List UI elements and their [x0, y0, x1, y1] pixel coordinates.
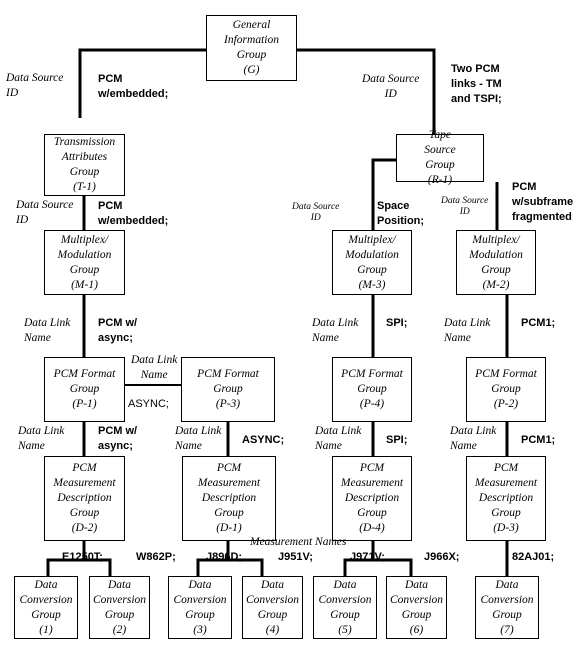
measurement-name-w862p: W862P; [136, 551, 176, 563]
data-conversion-group-1-box: Data Conversion Group (1) [14, 576, 78, 639]
pcm1-label-m2: PCM1; [521, 317, 556, 329]
measurement-name-j966x: J966X; [424, 551, 460, 563]
measurement-name-j951v: J951V; [278, 551, 313, 563]
line-g-t1 [78, 48, 206, 118]
pcm-format-group-p1-box: PCM Format Group (P-1) [44, 357, 125, 422]
async-label-d1: ASYNC; [242, 434, 285, 446]
pcm-format-group-p4-box: PCM Format Group (P-4) [332, 357, 412, 422]
pcm-measurement-description-group-d4-box: PCM Measurement Description Group (D-4) [332, 456, 412, 541]
data-link-name-label-p3: Data Link Name [131, 354, 178, 381]
pcm-format-group-p2-box: PCM Format Group (P-2) [466, 357, 546, 422]
transmission-attributes-group-box: Transmission Attributes Group (T-1) [44, 134, 125, 196]
space-position-label: Space Position; [377, 200, 425, 227]
pcm-embedded-label-top: PCM w/embedded; [98, 73, 169, 100]
measurement-name-j971v: J971V; [350, 551, 385, 563]
data-source-id-label-r1-left: Data Source ID [292, 202, 340, 223]
data-link-name-label-p2: Data Link Name [450, 425, 497, 452]
measurement-names-label: Measurement Names [250, 536, 347, 548]
line-d1-c3 [196, 541, 230, 576]
data-link-name-label-m2: Data Link Name [444, 317, 491, 344]
line-d2-c2 [84, 558, 112, 576]
pcm-measurement-description-group-d1-box: PCM Measurement Description Group (D-1) [182, 456, 276, 541]
data-conversion-group-2-box: Data Conversion Group (2) [89, 576, 150, 639]
pcm1-label-p2: PCM1; [521, 434, 556, 446]
data-conversion-group-4-box: Data Conversion Group (4) [242, 576, 303, 639]
multiplex-modulation-group-m2-box: Multiplex/ Modulation Group (M-2) [456, 230, 536, 295]
spi-label-m3: SPI; [386, 317, 408, 329]
async-label-p3: ASYNC; [128, 398, 169, 410]
pcm-subframe-fragmented-label: PCM w/subframe fragmented [512, 181, 574, 223]
pcm-measurement-description-group-d3-box: PCM Measurement Description Group (D-3) [466, 456, 546, 541]
data-link-name-label-p1: Data Link Name [18, 425, 65, 452]
line-d4-c6 [373, 558, 413, 576]
data-source-id-label-t1: Data Source ID [16, 199, 74, 226]
line-r1-m3 [371, 158, 396, 230]
spi-label-p4: SPI; [386, 434, 408, 446]
two-pcm-links-label: Two PCM links - TM and TSPI; [451, 63, 502, 105]
data-link-name-label-p4: Data Link Name [315, 425, 362, 452]
data-conversion-group-6-box: Data Conversion Group (6) [386, 576, 447, 639]
data-source-id-label-left: Data Source ID [6, 72, 64, 99]
pcm-measurement-description-group-d2-box: PCM Measurement Description Group (D-2) [44, 456, 125, 541]
data-source-id-label-r1-right: Data Source ID [441, 196, 489, 217]
line-d2-c1 [46, 541, 86, 576]
pcm-async-label-p1: PCM w/ async; [98, 425, 138, 452]
multiplex-modulation-group-m1-box: Multiplex/ Modulation Group (M-1) [44, 230, 125, 295]
line-g-r1 [297, 48, 436, 134]
data-conversion-group-5-box: Data Conversion Group (5) [313, 576, 377, 639]
data-link-name-label-m3: Data Link Name [312, 317, 359, 344]
pcm-embedded-label-t1: PCM w/embedded; [98, 200, 169, 227]
pcm-format-group-p3-box: PCM Format Group (P-3) [181, 357, 275, 422]
measurement-name-j896d: J896D; [206, 551, 243, 563]
data-link-name-label-m1: Data Link Name [24, 317, 71, 344]
pcm-async-label-m1: PCM w/ async; [98, 317, 138, 344]
measurement-name-e1250t: E1250T; [62, 551, 103, 563]
multiplex-modulation-group-m3-box: Multiplex/ Modulation Group (M-3) [332, 230, 412, 295]
tape-source-group-box: Tape Source Group (R-1) [396, 129, 484, 186]
measurement-name-82aj01: 82AJ01; [512, 551, 555, 563]
line-d4-c5 [343, 541, 375, 576]
line-d1-c4 [228, 558, 264, 576]
data-conversion-group-7-box: Data Conversion Group (7) [475, 576, 539, 639]
data-source-id-label-right: Data Source ID [362, 73, 420, 100]
data-link-name-label-d1: Data Link Name [175, 425, 222, 452]
data-conversion-group-3-box: Data Conversion Group (3) [168, 576, 232, 639]
general-information-group-box: General Information Group (G) [206, 15, 297, 81]
